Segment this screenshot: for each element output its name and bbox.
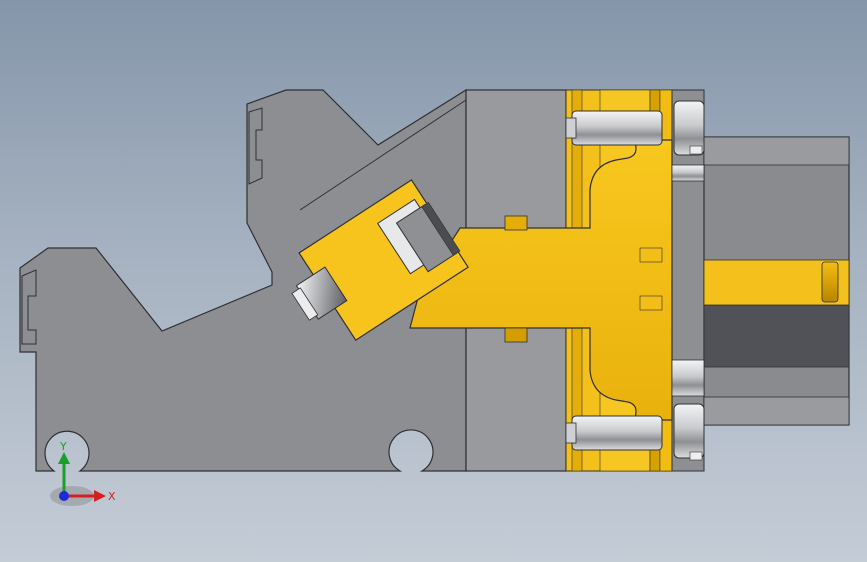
bolt-top: [565, 100, 705, 156]
y-axis-label: Y: [59, 440, 67, 453]
base-body: [19, 88, 467, 472]
coordinate-triad: Y X: [50, 440, 116, 506]
angled-slider: [291, 179, 469, 341]
small-pins: [671, 164, 705, 397]
x-axis-label: X: [108, 490, 116, 503]
z-axis-icon: [59, 491, 69, 501]
bolt-bottom: [565, 403, 705, 461]
